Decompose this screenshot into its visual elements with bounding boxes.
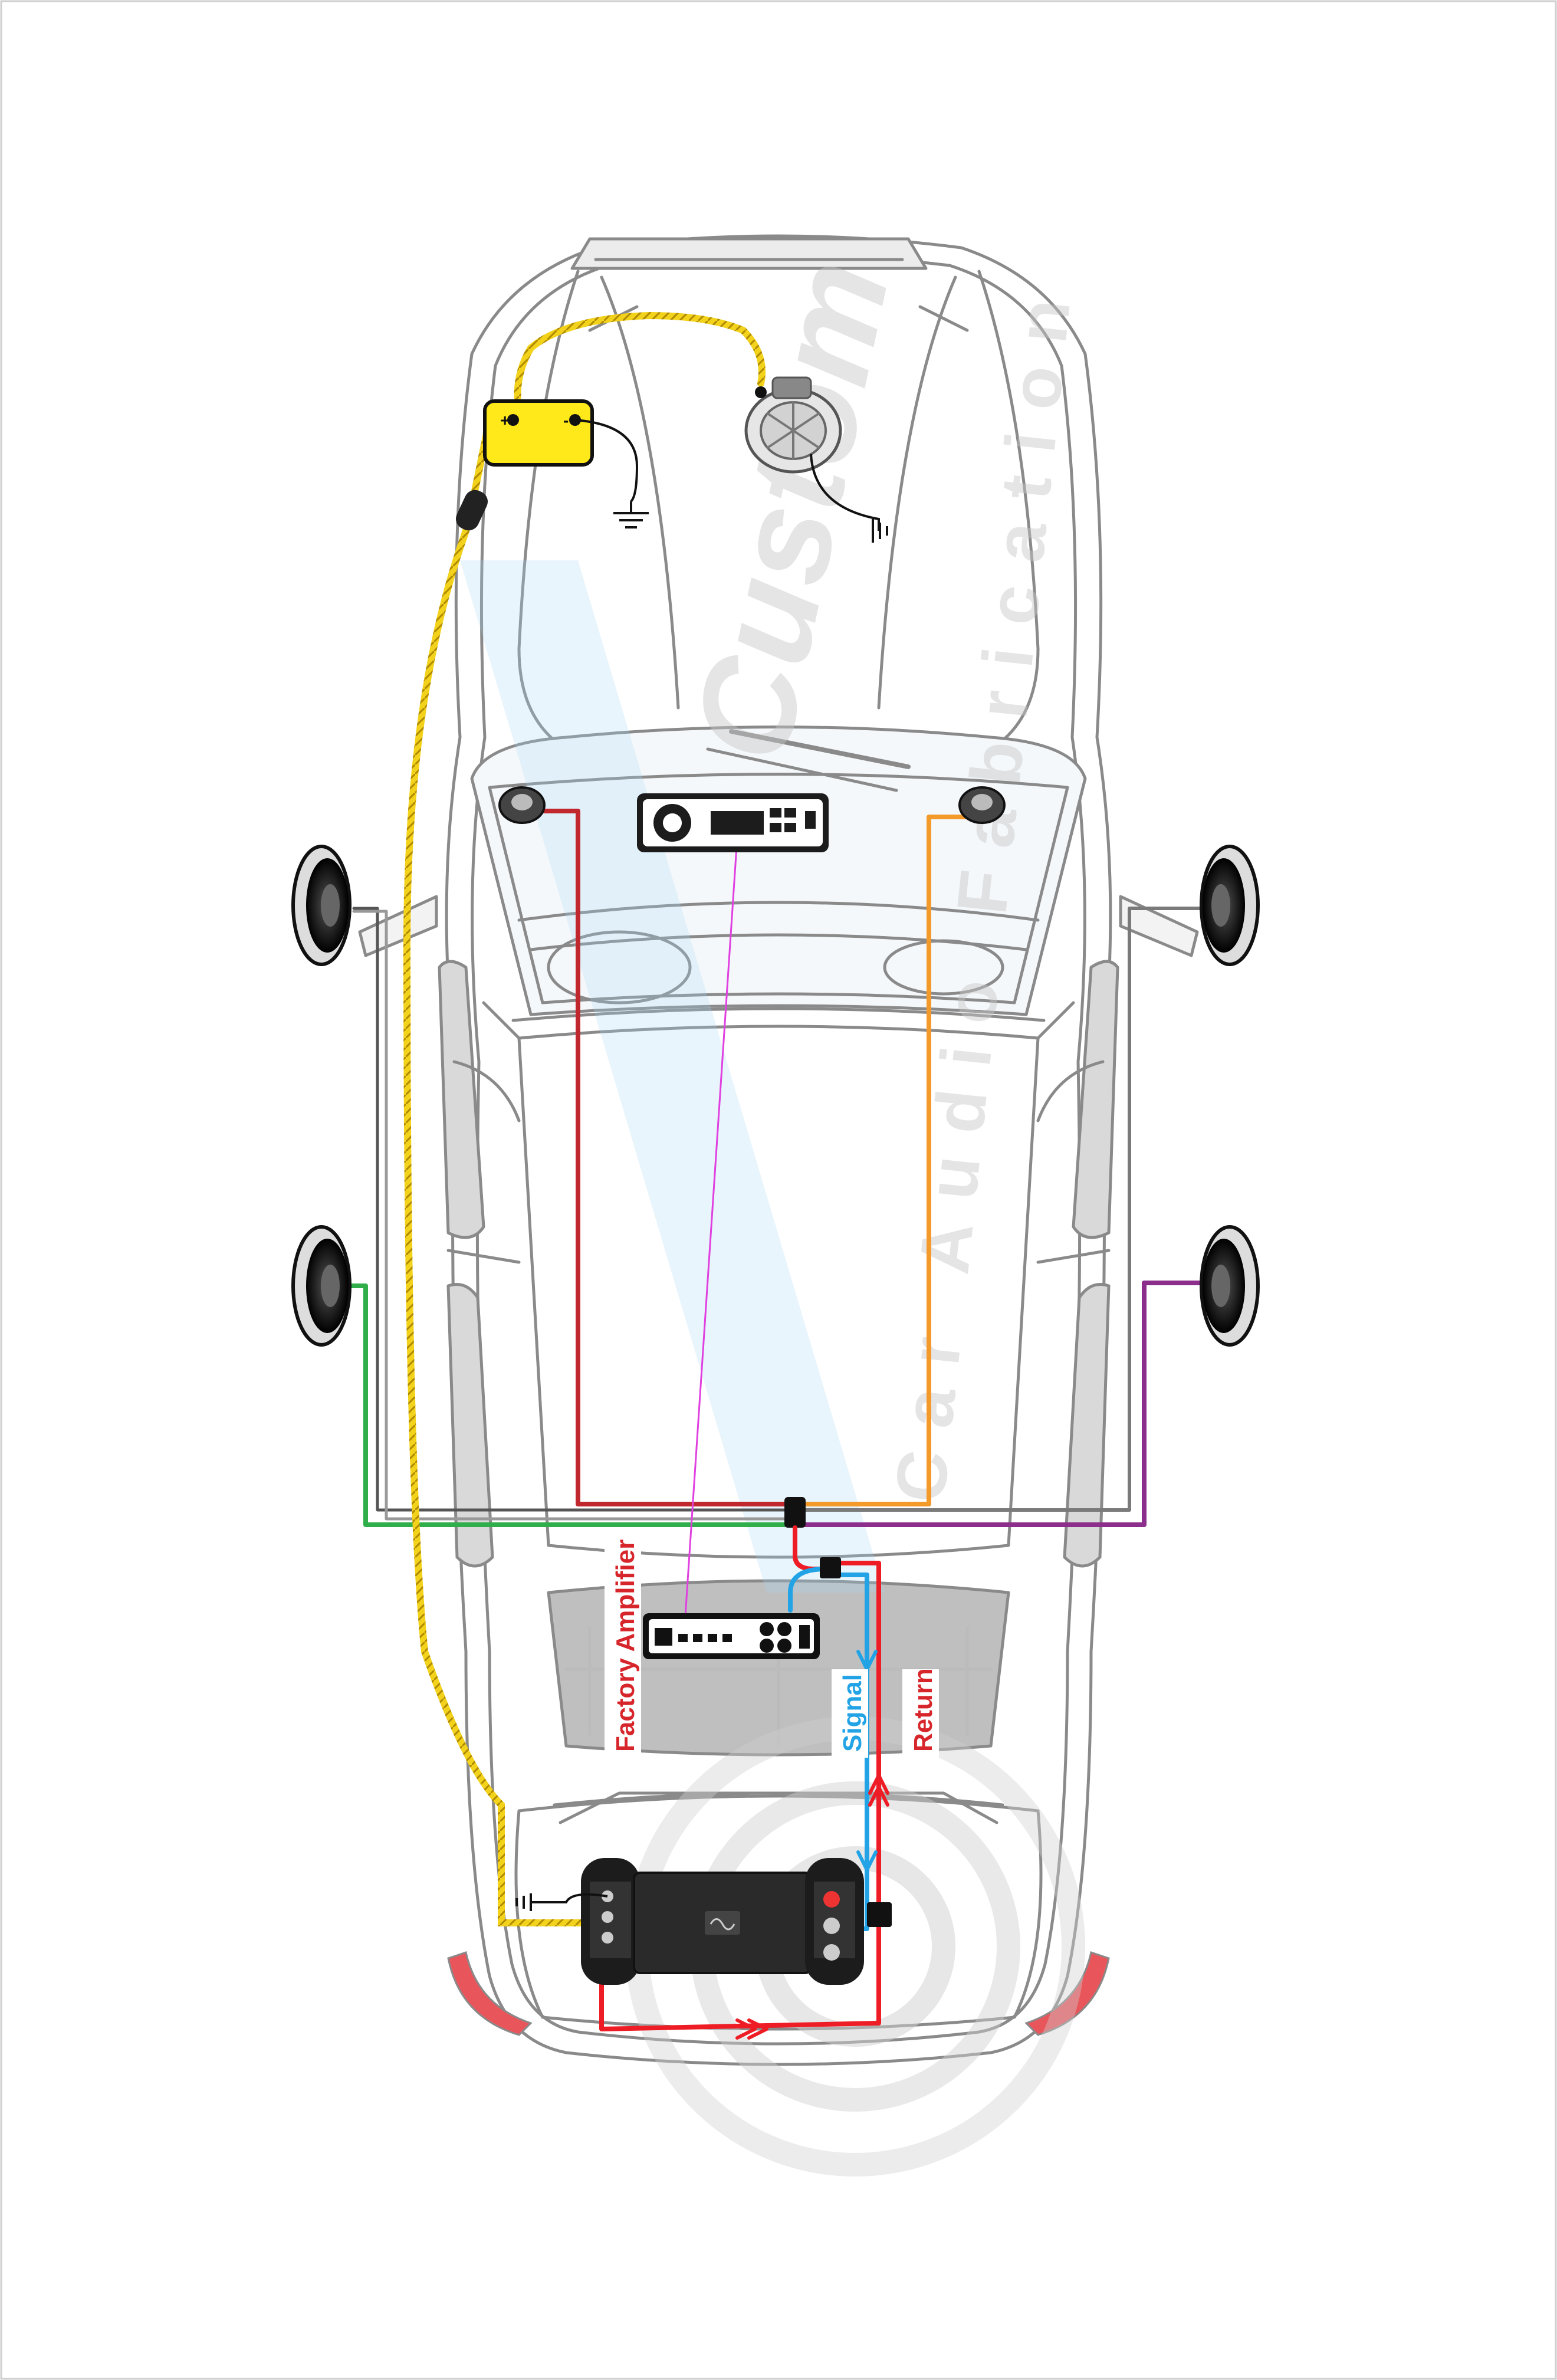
battery-icon: + - <box>483 399 594 467</box>
return-label-text: Return <box>909 1668 938 1752</box>
battery-positive-label: + <box>500 411 510 429</box>
tail-light-right <box>1024 1951 1110 2036</box>
ground-icon <box>872 519 888 543</box>
tail-light-left <box>447 1951 533 2036</box>
aftermarket-amplifier-icon <box>581 1858 864 1985</box>
wire-front-right-tweeter <box>800 815 978 1506</box>
head-unit-icon <box>637 793 829 852</box>
speaker-icon <box>291 845 352 966</box>
return-arrow-2 <box>735 2018 768 2040</box>
wire-return <box>599 1561 881 2031</box>
wire-front-right-door <box>800 907 1205 1512</box>
fuse-icon <box>456 490 488 531</box>
factory-amplifier-icon <box>643 1613 820 1659</box>
speaker-icon <box>1200 1225 1260 1347</box>
ground-icon <box>613 501 649 528</box>
wire-front-left-door-2 <box>352 910 789 1521</box>
speaker-icon <box>291 1225 352 1347</box>
wire-rear-left <box>340 1283 790 1527</box>
tweeter-icon <box>958 786 1006 824</box>
alternator-icon <box>744 376 842 474</box>
signal-label-text: Signal <box>838 1674 867 1752</box>
factory-amplifier-label-text: Factory Amplifier <box>611 1539 640 1752</box>
signal-arrow-2 <box>856 1850 878 1872</box>
wire-remote <box>683 837 738 1634</box>
alternator-ground-wire <box>810 454 880 531</box>
battery-ground-wire <box>574 419 639 503</box>
speaker-junction-connector <box>784 1497 806 1528</box>
tweeter-icon <box>498 786 546 824</box>
car-body <box>358 234 1199 2066</box>
amp-ground-wire <box>531 1893 608 1903</box>
battery-negative-label: - <box>563 411 569 429</box>
wire-front-left-tweeter <box>531 809 790 1506</box>
wire-front-left-door <box>352 907 789 1512</box>
return-label: Return <box>902 1668 939 1758</box>
speaker-icon <box>1200 845 1260 966</box>
wire-rear-right <box>800 1281 1214 1527</box>
return-arrow-1 <box>868 1774 889 1807</box>
signal-label: Signal <box>832 1669 868 1758</box>
ground-icon <box>515 1893 532 1911</box>
power-wire <box>403 311 766 1926</box>
line-output-converter <box>820 1557 841 1578</box>
signal-connector <box>867 1902 892 1927</box>
factory-amplifier-label: Factory Amplifier <box>605 1539 641 1758</box>
